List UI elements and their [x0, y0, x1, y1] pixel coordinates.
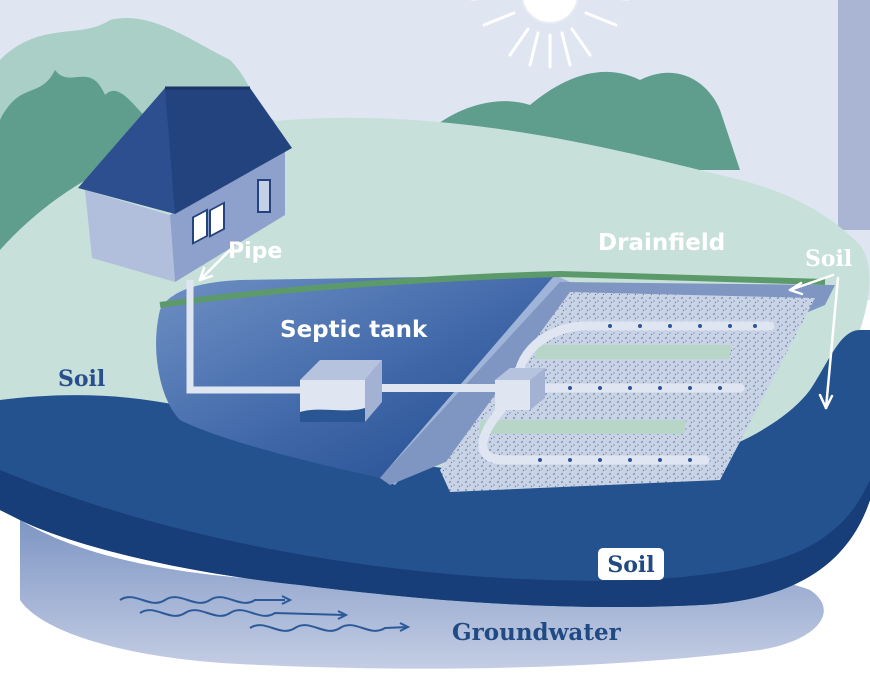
soil-label-right: Soil	[805, 246, 852, 272]
drainfield-label: Drainfield	[598, 230, 725, 256]
soil-badge-label: Soil	[607, 552, 654, 578]
arrow-icon	[198, 248, 232, 282]
groundwater-label: Groundwater	[452, 619, 622, 646]
arrow-icon	[788, 273, 840, 410]
deep-soil-layer	[0, 330, 870, 608]
wave-icon	[119, 595, 411, 632]
pipe-holes	[538, 324, 757, 462]
sun-icon	[470, 0, 630, 69]
septic-tank-label: Septic tank	[280, 317, 428, 343]
soil-badge: Soil	[598, 548, 664, 580]
distribution-box	[495, 368, 545, 410]
deep-soil-shade	[0, 470, 870, 608]
septic-tank-box	[300, 360, 382, 422]
pipe-label: Pipe	[228, 239, 282, 264]
house-pipe	[186, 280, 300, 394]
grass-line	[159, 270, 826, 308]
soil-label-left: Soil	[58, 366, 105, 392]
trench-divider-2	[479, 420, 686, 434]
right-panel	[838, 0, 870, 230]
house-icon	[78, 86, 292, 282]
trench-divider-1	[534, 345, 732, 359]
